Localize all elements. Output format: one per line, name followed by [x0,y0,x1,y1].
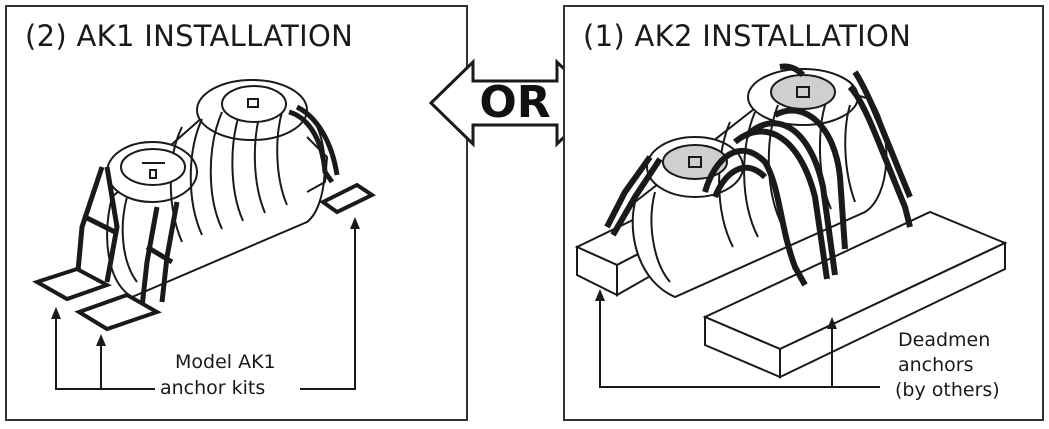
ak2-callout-leaders [599,297,880,388]
tank-lids [120,85,287,186]
ak1-installation-panel: (2) AK1 INSTALLATION [5,5,468,421]
ak1-callout-arrowheads [51,217,360,346]
ak2-tank-illustration [574,63,1008,388]
ak2-panel-title: (1) AK2 INSTALLATION [583,19,912,53]
ak2-callout-arrowheads [595,289,837,329]
ak2-callout-line1: Deadmen [898,329,991,351]
ak1-callout-leaders [55,225,356,390]
ak2-straps [604,63,913,287]
ak2-callout-line2: anchors [898,354,974,376]
ak2-installation-panel: (1) AK2 INSTALLATION [563,5,1044,421]
ak1-anchor-plates [32,182,377,332]
ak1-callout-line1: Model AK1 [175,351,276,373]
or-label: OR [479,77,551,128]
deadmen-blocks [574,210,1008,379]
ak1-panel-title: (2) AK1 INSTALLATION [25,19,354,53]
ak1-callout-line2: anchor kits [160,377,266,399]
ak1-straps [74,104,340,308]
ak1-tank-illustration [32,79,377,390]
ak2-callout-line3: (by others) [895,379,1000,401]
